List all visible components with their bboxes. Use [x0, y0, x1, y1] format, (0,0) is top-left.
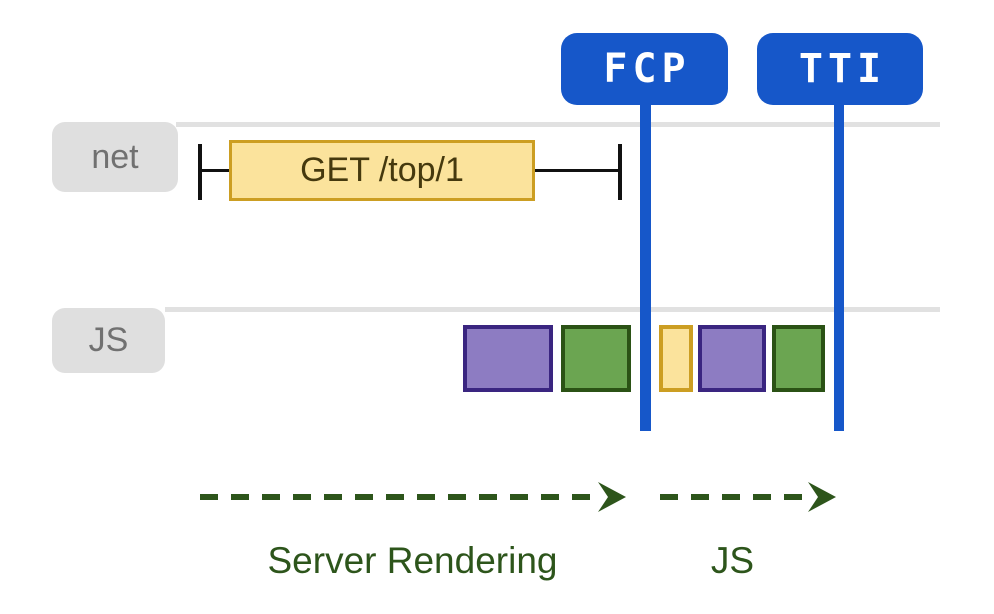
fcp-badge: FCP — [561, 33, 728, 105]
js-task-block-purple-2 — [698, 325, 766, 392]
fcp-marker-line — [640, 103, 651, 431]
lane-tab-js: JS — [52, 308, 165, 373]
phase-label-server-rendering: Server Rendering — [267, 540, 558, 581]
js-task-block-green-2 — [772, 325, 825, 392]
tti-badge: TTI — [757, 33, 923, 105]
js-task-block-green-1 — [561, 325, 631, 392]
lane-label-js: JS — [88, 321, 129, 359]
request-right-connector — [535, 169, 618, 172]
tti-badge-label: TTI — [798, 46, 887, 92]
lane-label-net: net — [91, 137, 139, 176]
phase-label-js: JS — [710, 540, 755, 581]
server-rendering-arrow-head — [598, 482, 626, 512]
js-task-block-yellow — [659, 325, 693, 392]
network-request-label: GET /top/1 — [300, 151, 464, 189]
phase-arrows-graphic — [200, 482, 836, 512]
js-lane-line — [165, 307, 940, 312]
net-lane-line — [176, 122, 940, 127]
tti-marker-line — [834, 103, 844, 431]
network-request-box: GET /top/1 — [229, 140, 535, 201]
js-arrow-head — [808, 482, 836, 512]
request-start-tick — [198, 144, 202, 200]
js-task-block-purple-1 — [463, 325, 553, 392]
request-end-tick — [618, 144, 622, 200]
fcp-badge-label: FCP — [603, 46, 691, 92]
lane-tab-net: net — [52, 122, 178, 192]
request-left-connector — [202, 169, 229, 172]
